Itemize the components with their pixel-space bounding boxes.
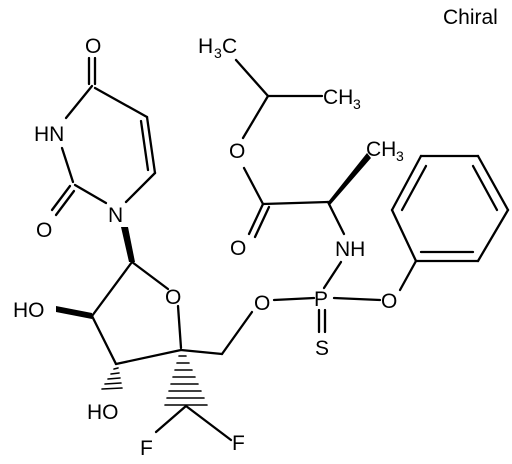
label-f-left: F	[140, 437, 153, 460]
label-ho-bottom: HO	[87, 401, 119, 424]
wedge-c1-n1	[121, 227, 135, 262]
hash-c3-oh	[101, 367, 123, 390]
wedge-alpha-ch3	[328, 153, 371, 205]
label-h3c-c: C	[222, 35, 237, 58]
label-ch3-ala-sub: 3	[396, 148, 404, 164]
label-ch3-ala: CH	[366, 138, 396, 161]
label-h3c-sub: 3	[214, 45, 222, 61]
phenyl-ring-bonds	[390, 154, 510, 292]
atom-labels: O HN O N HO HO O F F O P S NH O O O H 3 …	[13, 35, 404, 460]
label-o-ring: O	[165, 286, 181, 309]
label-hn: HN	[34, 123, 64, 146]
label-ch3-top-sub: 3	[353, 96, 361, 112]
label-n1: N	[108, 204, 123, 227]
label-ch3-top: CH	[323, 86, 353, 109]
uracil-ring-bonds	[50, 56, 157, 217]
label-o-phos: O	[254, 292, 270, 315]
label-o-carbonyl: O	[230, 237, 246, 260]
label-o-left: O	[36, 219, 52, 242]
label-h3c-h: H	[198, 35, 213, 58]
label-o-ester: O	[229, 140, 245, 163]
label-s: S	[315, 337, 329, 360]
chiral-label: Chiral	[443, 6, 498, 29]
label-p: P	[314, 288, 328, 311]
wedge-c2-oh	[56, 306, 92, 319]
sugar-ring-bonds	[56, 227, 254, 442]
label-o-phenoxy: O	[381, 290, 397, 313]
label-f-right: F	[232, 432, 245, 455]
label-o-top: O	[85, 35, 101, 58]
label-ho-top: HO	[13, 299, 45, 322]
hash-c4-chf2	[164, 355, 208, 406]
label-nh: NH	[335, 238, 365, 261]
phosphoramidate-bonds	[234, 58, 382, 334]
